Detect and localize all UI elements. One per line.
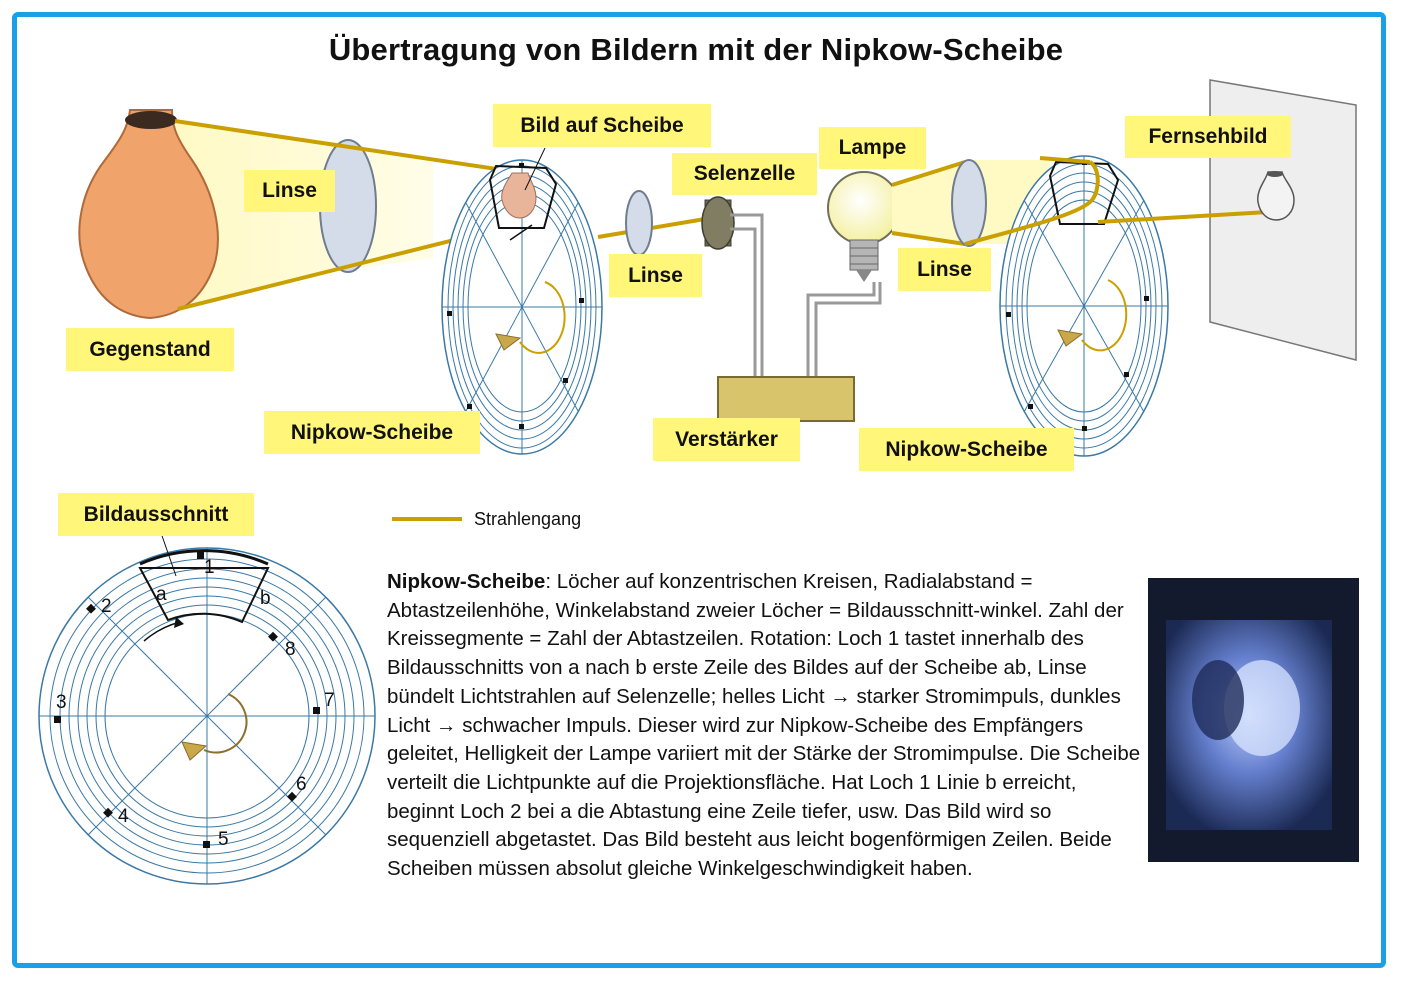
beam-receiver-loop-top	[1039, 156, 1091, 164]
label-fernsehbild: Fernsehbild	[1125, 116, 1291, 158]
hole-5	[203, 841, 210, 848]
disc-number-4: 4	[118, 806, 129, 827]
tv-photo-face	[1224, 660, 1300, 756]
nipkow-disc-sender	[441, 159, 603, 455]
label-verstaerker: Verstärker	[653, 418, 800, 461]
label-bild-auf-scheibe: Bild auf Scheibe	[493, 104, 711, 147]
label-bildausschnitt: Bildausschnitt	[58, 493, 254, 536]
description-term: Nipkow-Scheibe	[387, 570, 546, 593]
hole-3	[54, 716, 61, 723]
pointer-bild-auf-scheibe	[524, 147, 546, 191]
label-nipkow-scheibe-1: Nipkow-Scheibe	[264, 411, 480, 454]
tv-image-vase-opening	[1267, 171, 1283, 177]
hole-7	[313, 707, 320, 714]
lamp-bulb	[827, 171, 901, 282]
disc-letter-b: b	[260, 588, 271, 609]
lens-3	[951, 159, 987, 247]
label-selenzelle: Selenzelle	[672, 153, 817, 195]
label-gegenstand: Gegenstand	[66, 328, 234, 371]
beam-receiver-loop	[964, 160, 1100, 246]
disc-number-7: 7	[324, 690, 335, 711]
label-linse-2: Linse	[609, 254, 702, 297]
legend-strahlengang: Strahlengang	[474, 509, 582, 529]
disc-letter-a: a	[156, 584, 167, 605]
selen-cell-face	[701, 196, 735, 250]
wires	[730, 213, 882, 377]
tv-photo-shadow	[1192, 660, 1244, 740]
vase-opening	[125, 111, 177, 129]
description-body: : Löcher auf konzentrischen Kreisen, Rad…	[387, 570, 1141, 881]
disc-number-2: 2	[101, 596, 112, 617]
page-title: Übertragung von Bildern mit der Nipkow-S…	[328, 32, 1064, 67]
label-nipkow-scheibe-2: Nipkow-Scheibe	[859, 428, 1074, 471]
disc-number-1: 1	[204, 557, 215, 578]
beam-top-1	[174, 119, 511, 173]
beam-lamp-bottom	[891, 231, 966, 246]
disc-number-3: 3	[56, 692, 67, 713]
hole-1	[197, 552, 204, 559]
beam-to-screen	[1097, 210, 1269, 224]
lens-2	[625, 190, 653, 256]
vase-object	[78, 109, 219, 320]
amplifier-box	[717, 376, 855, 422]
disc-number-5: 5	[218, 829, 229, 850]
description-text: Nipkow-Scheibe: Löcher auf konzentrische…	[387, 568, 1147, 884]
disc-number-6: 6	[296, 774, 307, 795]
nipkow-disc-front	[38, 529, 376, 885]
nipkow-disc-receiver	[999, 155, 1169, 457]
tv-image-vase	[1257, 171, 1295, 221]
label-lampe: Lampe	[819, 127, 926, 169]
beam-lamp-top	[891, 160, 966, 187]
label-linse-1: Linse	[244, 170, 335, 212]
disc-number-8: 8	[285, 639, 296, 660]
label-linse-3: Linse	[898, 248, 991, 291]
